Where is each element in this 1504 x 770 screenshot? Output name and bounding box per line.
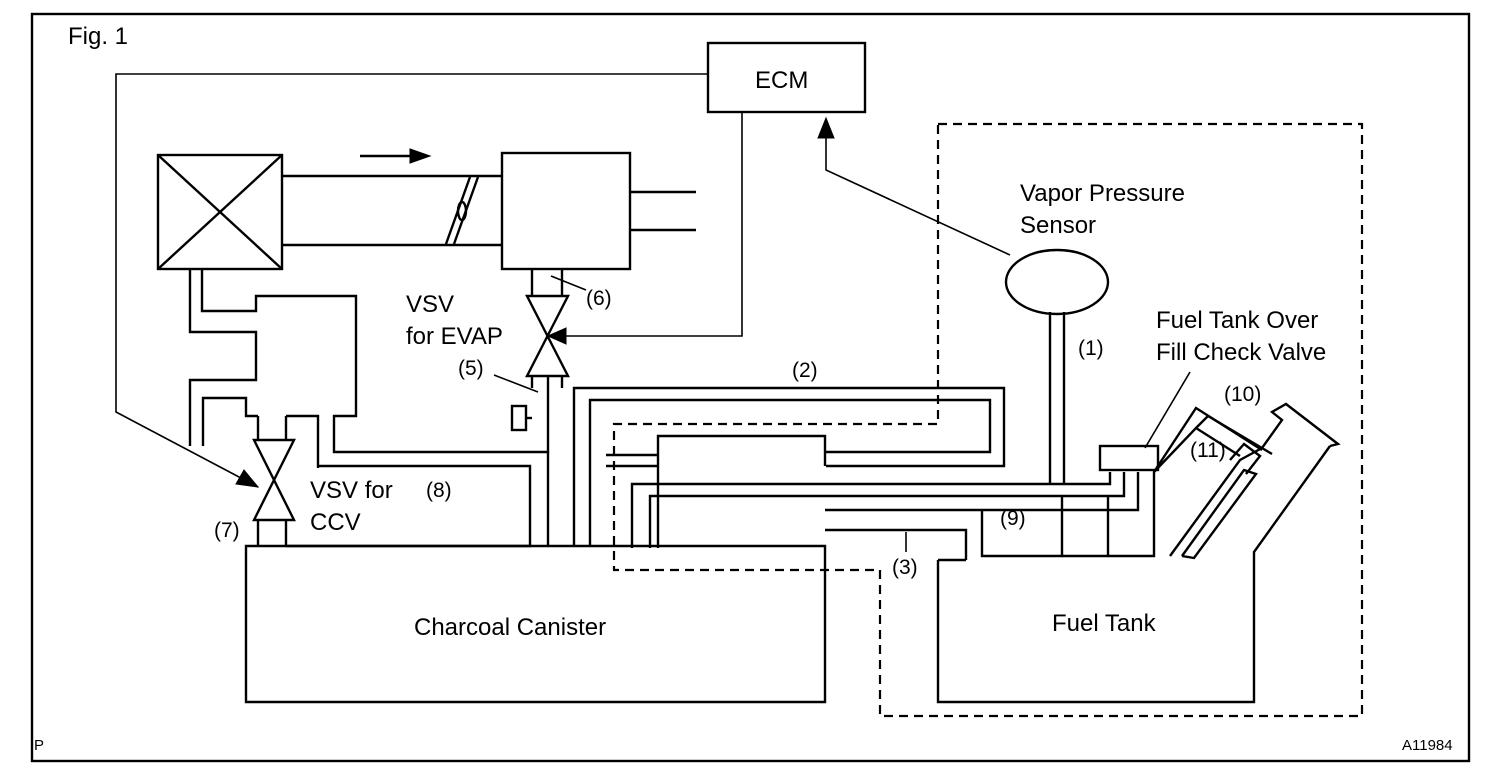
- filler-neck-inner: [1181, 468, 1258, 560]
- evap-signal-arrowhead: [546, 327, 567, 345]
- filler-cap: [1229, 442, 1262, 475]
- callout-6: (6): [586, 287, 612, 310]
- fuel-tank-top-2: [1062, 496, 1110, 558]
- callout-9: (9): [1000, 507, 1026, 530]
- figure-label: Fig. 1: [68, 23, 128, 50]
- check-valve-leader: [1144, 371, 1191, 449]
- intake-manifold-box: [500, 151, 632, 271]
- vsv-evap-valve: [525, 294, 570, 378]
- vsv-ccv-label-1: VSV for: [310, 477, 393, 504]
- ccv-air-line-branch: [201, 396, 258, 446]
- fuel-tank-top: [980, 496, 1064, 558]
- ccv-air-line-outer: [200, 269, 550, 454]
- air-cleaner-box: [156, 153, 284, 271]
- filler-neck-outer: [1169, 402, 1341, 557]
- callout-6-leader: [550, 275, 587, 291]
- service-port: [510, 404, 528, 432]
- ccv-air-line-inner: [188, 269, 258, 446]
- vsv-evap-label-2: for EVAP: [406, 323, 503, 350]
- filler-tube-right: [1195, 414, 1273, 456]
- vapor-sensor-label-2: Sensor: [1020, 212, 1096, 239]
- corner-mark: P: [34, 737, 44, 754]
- pipe-3: [825, 528, 968, 560]
- air-flow-arrowhead: [409, 148, 432, 164]
- check-valve-label-1: Fuel Tank Over: [1156, 307, 1318, 334]
- callout-2: (2): [792, 359, 818, 382]
- ecm-to-evap-wire: [562, 112, 743, 337]
- figure-frame: [30, 12, 1471, 763]
- vsv-evap-label-1: VSV: [406, 291, 454, 318]
- vapor-pressure-sensor: [1004, 248, 1110, 316]
- callout-3: (3): [892, 556, 918, 579]
- ecm-box: [706, 41, 867, 114]
- canister-label: Charcoal Canister: [414, 614, 606, 641]
- callout-10: (10): [1224, 383, 1261, 406]
- callout-7: (7): [214, 519, 240, 542]
- pipe-9-top: [825, 472, 1112, 486]
- throttle-shaft: [456, 200, 468, 222]
- check-valve-label-2: Fill Check Valve: [1156, 339, 1326, 366]
- callout-1: (1): [1078, 337, 1104, 360]
- canister-inner-lower: [648, 494, 825, 548]
- pipe-9-lower: [825, 472, 1140, 512]
- figure-code: A11984: [1402, 737, 1453, 754]
- ccv-vent-line: [286, 414, 320, 468]
- callout-11: (11): [1190, 439, 1226, 462]
- vsv-ccv-label-2: CCV: [310, 509, 361, 536]
- pipe-2-outer: [572, 386, 1006, 546]
- ecm-to-ccv-wire: [115, 73, 708, 488]
- air-cleaner-cross-b: [157, 154, 283, 270]
- callout-5-leader: [493, 374, 539, 393]
- callout-8: (8): [426, 479, 452, 502]
- check-valve-body: [1098, 444, 1160, 472]
- dashed-boundary: [612, 122, 1364, 718]
- canister-inner-down: [630, 482, 825, 548]
- fuel-tank-label: Fuel Tank: [1052, 610, 1157, 637]
- fuel-tank-body: [936, 445, 1331, 704]
- charcoal-canister: [244, 544, 827, 704]
- canister-inner-upper: [656, 434, 827, 548]
- callout-5: (5): [458, 357, 484, 380]
- pipe-2-inner: [588, 398, 992, 546]
- ecm-label: ECM: [755, 67, 808, 94]
- ecm-input-arrowhead: [817, 116, 835, 139]
- vsv-ccv-valve: [252, 438, 296, 522]
- ccv-signal-arrowhead: [235, 469, 260, 488]
- sensor-to-ecm-wire: [825, 135, 1011, 256]
- vapor-sensor-label-1: Vapor Pressure: [1020, 180, 1185, 207]
- pipe-9-bottom: [825, 472, 1126, 498]
